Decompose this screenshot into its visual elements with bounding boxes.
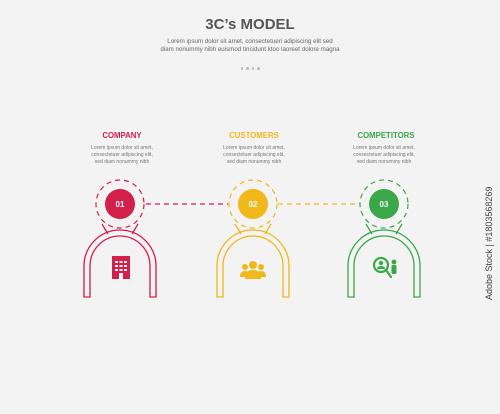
competitors-description: Lorem ipsum dolor sit amet, consectetuer… — [353, 145, 415, 165]
search-person-icon — [372, 256, 397, 279]
stock-watermark: Adobe Stock | #1803568269 — [484, 186, 494, 300]
pagination-dots — [0, 67, 500, 70]
customers-title: CUSTOMERS — [229, 131, 279, 140]
ring-competitors — [359, 179, 409, 229]
customers-number-badge: 02 — [238, 189, 268, 219]
ring-customers — [228, 179, 278, 229]
company-title: COMPANY — [102, 131, 142, 140]
competitors-title: COMPETITORS — [357, 131, 415, 140]
dot — [257, 67, 260, 70]
arch-competitors — [347, 223, 421, 298]
dot — [240, 67, 243, 70]
company-number-badge: 01 — [105, 189, 135, 219]
people-group-icon — [240, 261, 266, 279]
page-title: 3C’s MODEL — [205, 16, 295, 33]
building-icon — [112, 256, 130, 279]
company-description: Lorem ipsum dolor sit amet, consectetuer… — [91, 145, 153, 165]
dot — [251, 67, 254, 70]
arch-company — [83, 223, 157, 298]
competitors-number-badge: 03 — [369, 189, 399, 219]
customers-description: Lorem ipsum dolor sit amet, consectetuer… — [223, 145, 285, 165]
dot — [246, 67, 249, 70]
page-subtitle: Lorem ipsum dolor sit amet, consectetuer… — [160, 38, 340, 54]
ring-company — [95, 179, 145, 229]
arch-customers — [216, 223, 290, 298]
